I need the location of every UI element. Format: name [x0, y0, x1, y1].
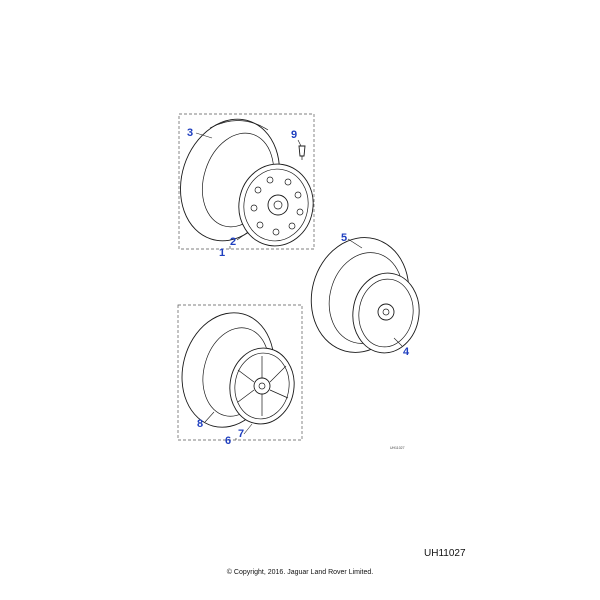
callout-9: 9: [291, 129, 297, 141]
callout-3: 3: [187, 127, 193, 139]
leader-4: [393, 337, 403, 347]
callout-5: 5: [341, 232, 347, 244]
group-box-1: [178, 113, 315, 250]
leader-2: [236, 231, 249, 241]
copyright-notice: © Copyright, 2016. Jaguar Land Rover Lim…: [226, 569, 374, 576]
leader-9: [297, 139, 302, 147]
leader-8: [204, 411, 215, 423]
leader-5: [347, 238, 363, 249]
steel-wheel-1: [238, 163, 314, 247]
callout-2: 2: [230, 236, 236, 248]
callout-4: 4: [403, 346, 410, 358]
callout-6: 6: [225, 435, 231, 447]
leader-7: [243, 423, 253, 435]
leader-3: [195, 132, 213, 139]
group-box-2: [177, 304, 303, 441]
callout-7: 7: [238, 428, 244, 440]
spare-wheel-assembly: [310, 237, 420, 354]
figure-reference-code: UH11027: [424, 548, 466, 559]
valve-9: [298, 145, 306, 160]
small-figure-reference: UH11027: [390, 446, 405, 450]
callout-1: 1: [219, 247, 225, 259]
alloy-wheel-6: [229, 347, 295, 425]
callout-8: 8: [197, 418, 203, 430]
